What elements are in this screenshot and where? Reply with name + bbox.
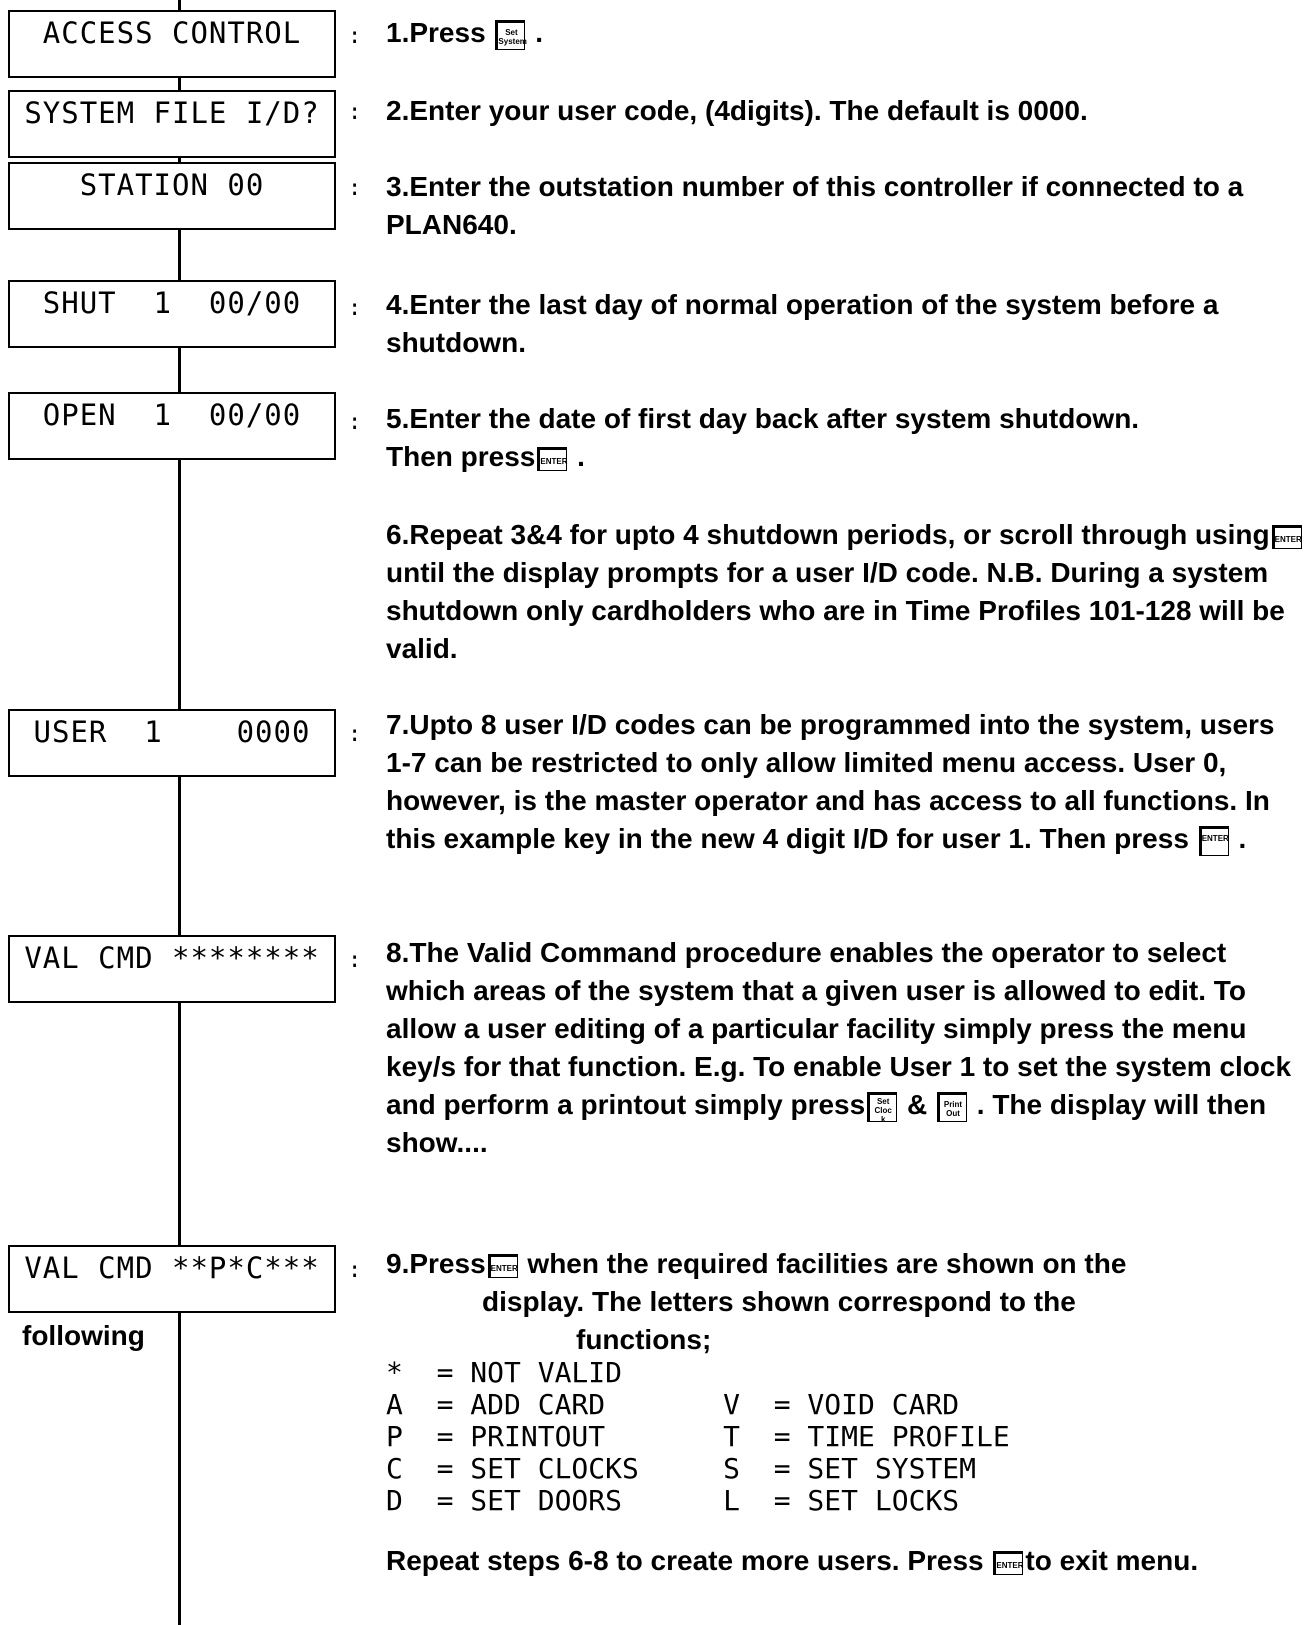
lcd-screen-8: VAL CMD **P*C*** <box>8 1245 336 1313</box>
step-1-text: 1.Press <box>386 17 494 48</box>
separator-colon: : <box>348 100 362 125</box>
legend-line: * = NOT VALID <box>386 1356 623 1389</box>
separator-colon: : <box>348 24 362 49</box>
step-6-text: 6.Repeat 3&4 for upto 4 shutdown periods… <box>386 519 1270 550</box>
final-instruction: Repeat steps 6-8 to create more users. P… <box>386 1545 1199 1576</box>
step-6: 6.Repeat 3&4 for upto 4 shutdown periods… <box>386 519 1302 664</box>
lcd-screen-2: SYSTEM FILE I/D? <box>8 90 336 158</box>
separator-colon: : <box>348 1258 362 1283</box>
separator-colon: : <box>348 296 362 321</box>
legend-line: C = SET CLOCKS S = SET SYSTEM <box>386 1452 977 1485</box>
legend-line: A = ADD CARD V = VOID CARD <box>386 1388 960 1421</box>
enter-key-icon: ENTER <box>1198 825 1229 856</box>
step-5-text: Then press <box>386 441 536 472</box>
step-5: 5.Enter the date of first day back after… <box>386 403 1140 472</box>
enter-key-icon: ENTER <box>1271 524 1302 549</box>
lcd-screen-1: ACCESS CONTROL <box>8 10 336 78</box>
enter-key-icon: ENTER <box>993 1550 1024 1575</box>
lcd-screen-5: OPEN 1 00/00 <box>8 392 336 460</box>
lcd-screen-4: SHUT 1 00/00 <box>8 280 336 348</box>
step-2: 2.Enter your user code, (4digits). The d… <box>386 95 1088 126</box>
flow-line-top <box>178 0 181 10</box>
final-text: Repeat steps 6-8 to create more users. P… <box>386 1545 992 1576</box>
flow-line <box>178 78 181 1625</box>
enter-key-icon: ENTER <box>537 446 568 471</box>
step-1-end: . <box>527 17 543 48</box>
lcd-screen-3: STATION 00 <box>8 162 336 230</box>
separator-colon: : <box>348 948 362 973</box>
separator-colon: : <box>348 410 362 435</box>
separator-colon: : <box>348 722 362 747</box>
legend-line: P = PRINTOUT T = TIME PROFILE <box>386 1420 1010 1453</box>
lcd-screen-7: VAL CMD ******** <box>8 935 336 1003</box>
legend-line: D = SET DOORS L = SET LOCKS <box>386 1484 960 1517</box>
step-8-text: 8.The Valid Command procedure enables th… <box>386 937 1292 1120</box>
step-3: 3.Enter the outstation number of this co… <box>386 171 1244 240</box>
step-9-line-3: functions; <box>576 1324 712 1355</box>
step-5-line-1: 5.Enter the date of first day back after… <box>386 403 1140 434</box>
step-4: 4.Enter the last day of normal operation… <box>386 289 1219 358</box>
step-9-line-2: display. The letters shown correspond to… <box>482 1286 1076 1317</box>
lcd-screen-6: USER 1 0000 <box>8 709 336 777</box>
step-7-text: 7.Upto 8 user I/D codes can be programme… <box>386 709 1275 854</box>
following-label: following <box>22 1320 145 1351</box>
step-7: 7.Upto 8 user I/D codes can be programme… <box>386 709 1275 856</box>
step-8: 8.The Valid Command procedure enables th… <box>386 937 1292 1158</box>
enter-key-icon: ENTER <box>487 1253 518 1278</box>
step-9-text: 9.Press <box>386 1248 486 1279</box>
separator-colon: : <box>348 176 362 201</box>
